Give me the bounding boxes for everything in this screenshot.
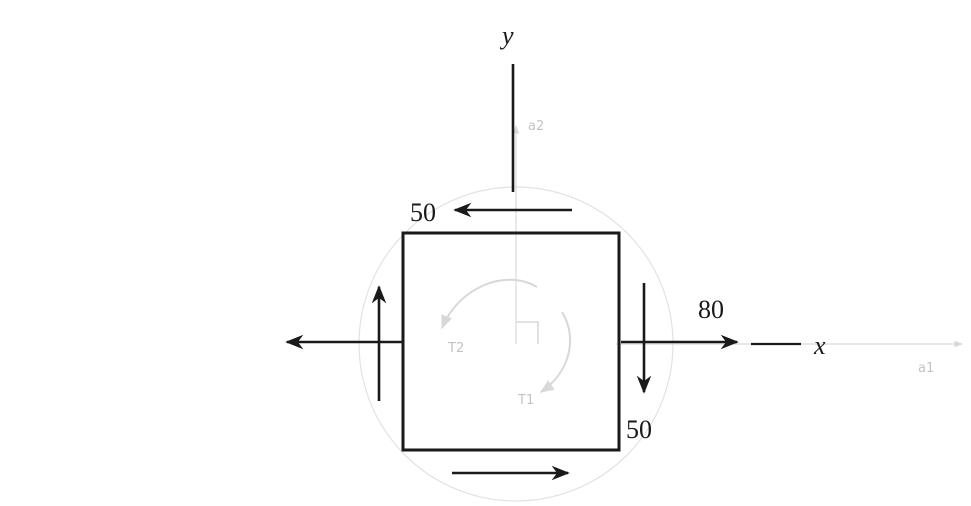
stress-element <box>401 231 621 452</box>
right-angle-marker-sketch <box>516 321 539 344</box>
x-axis-label: x <box>813 331 826 360</box>
normal-stress-value: 80 <box>698 295 724 324</box>
top-shear-value: 50 <box>410 198 436 227</box>
t2-rotation-arc-sketch <box>441 278 538 330</box>
label-a1: a1 <box>918 361 934 376</box>
t1-rotation-arc-sketch <box>539 311 572 393</box>
label-a2: a2 <box>528 119 544 134</box>
label-t2: T2 <box>447 341 464 356</box>
sketch-overlay: T2 T1 a2 a1 <box>358 119 963 502</box>
label-t1: T1 <box>517 393 534 408</box>
y-axis-label: y <box>499 21 514 50</box>
right-shear-value: 50 <box>626 415 652 444</box>
